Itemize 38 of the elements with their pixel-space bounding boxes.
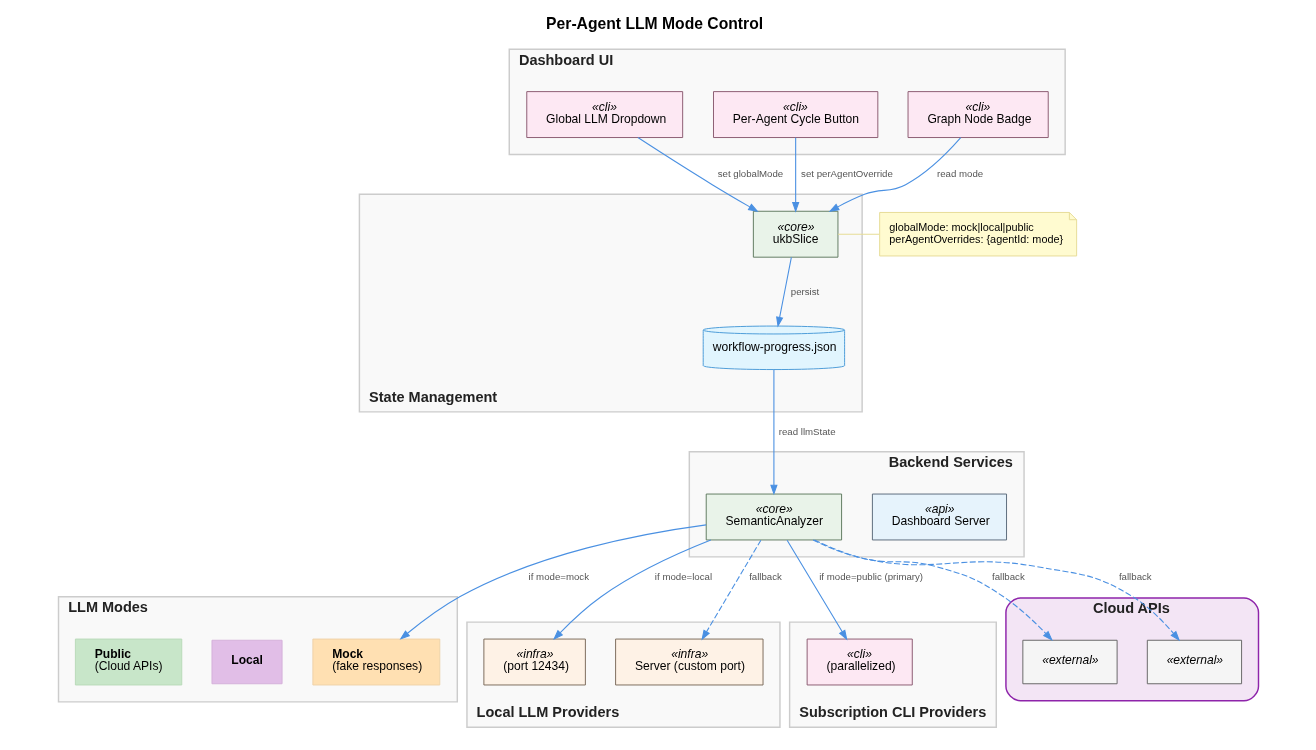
node-box: «infra» Server (custom port) — [614, 638, 763, 686]
arrow — [769, 369, 778, 496]
arrow — [813, 539, 1053, 641]
node-box: Mock (fake responses) — [311, 638, 440, 686]
arrow — [791, 137, 799, 213]
arrow — [552, 539, 711, 641]
node-box: «cli» Global LLM Dropdown — [525, 91, 683, 139]
node-box: «core» SemanticAnalyzer — [705, 493, 842, 541]
edge-label: persist — [790, 285, 819, 297]
edge-label: fallback — [748, 570, 782, 582]
edge-label: if mode=mock — [528, 570, 589, 582]
node-box: «infra» (port 12434) — [482, 638, 586, 686]
connector — [837, 233, 880, 235]
arrow — [636, 137, 759, 213]
arrow — [812, 539, 1180, 642]
edge-label: if mode=local — [654, 570, 712, 582]
edge-label: set perAgentOverride — [800, 168, 893, 180]
node-box: «cli» Graph Node Badge — [907, 91, 1049, 139]
node-box: «external» — [1146, 639, 1242, 685]
node-box: «core» ukbSlice — [752, 210, 838, 258]
node-box: «cli» Per-Agent Cycle Button — [712, 91, 878, 139]
edge-label: if mode=public (primary) — [818, 570, 923, 582]
edge-label: set globalMode — [717, 168, 783, 180]
arrow — [828, 137, 961, 212]
edge-label: read mode — [936, 168, 983, 180]
diagram-title: Per-Agent LLM Mode Control — [545, 15, 763, 33]
arrow — [399, 524, 707, 640]
node-box: Public (Cloud APIs) — [74, 638, 182, 686]
node-box: «api» Dashboard Server — [871, 493, 1007, 541]
node-box: Local — [211, 639, 283, 685]
edge-label: fallback — [1118, 570, 1152, 582]
node-box: «cli» (parallelized) — [806, 638, 913, 686]
arrow — [775, 256, 792, 328]
arrow — [700, 539, 761, 641]
arrow — [786, 539, 847, 641]
node-box: «external» — [1021, 639, 1118, 685]
edge-label: read llmState — [778, 425, 836, 437]
edge-label: fallback — [991, 570, 1025, 582]
